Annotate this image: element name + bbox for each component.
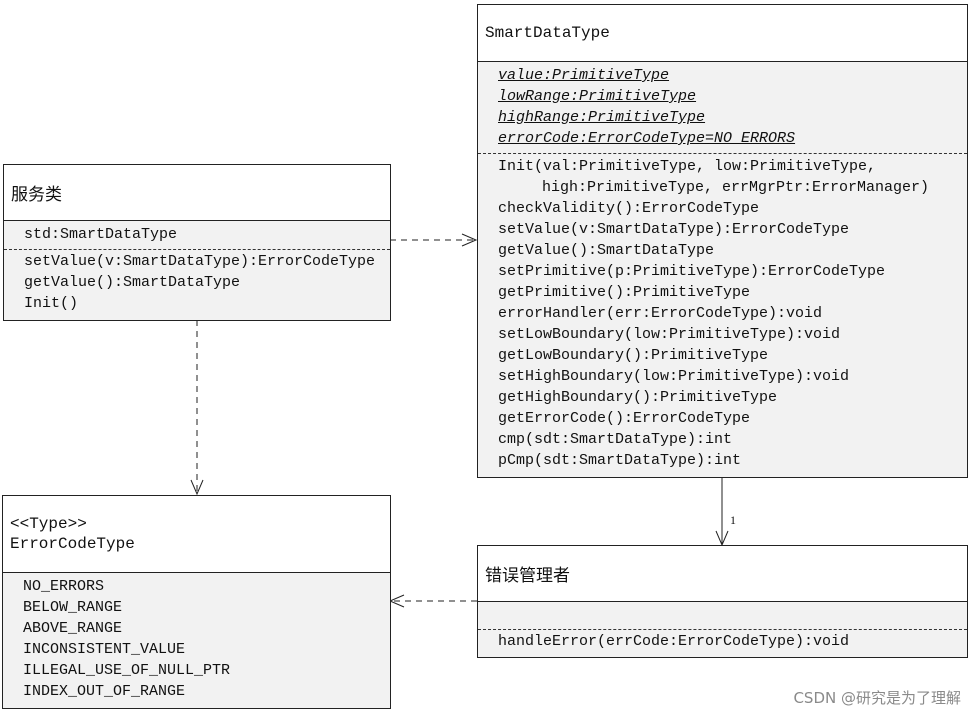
operation: getValue():SmartDataType	[24, 274, 241, 291]
class-errormanager-header: 错误管理者	[478, 546, 967, 602]
class-service-operations: setValue(v:SmartDataType):ErrorCodeType …	[4, 250, 390, 318]
class-errorcodetype[interactable]: <<Type>> ErrorCodeType NO_ERRORS BELOW_R…	[2, 495, 391, 709]
operation: setValue(v:SmartDataType):ErrorCodeType	[498, 221, 850, 238]
class-service-name: 服务类	[11, 185, 62, 205]
operation: setPrimitive(p:PrimitiveType):ErrorCodeT…	[498, 263, 886, 280]
class-service-attributes: std:SmartDataType	[4, 221, 390, 250]
operation-continuation: high:PrimitiveType, errMgrPtr:ErrorManag…	[542, 179, 930, 196]
operation: checkValidity():ErrorCodeType	[498, 200, 760, 217]
enum-value: NO_ERRORS	[23, 578, 105, 595]
class-smartdatatype-operations: Init(val:PrimitiveType, low:PrimitiveTyp…	[478, 154, 967, 475]
attribute: value:PrimitiveType	[498, 67, 670, 84]
class-service-header: 服务类	[4, 165, 390, 221]
operation: Init()	[24, 295, 79, 312]
operation: cmp(sdt:SmartDataType):int	[498, 431, 733, 448]
class-smartdatatype[interactable]: SmartDataType value:PrimitiveType lowRan…	[477, 4, 968, 478]
class-smartdatatype-header: SmartDataType	[478, 5, 967, 62]
class-errormanager-name: 错误管理者	[485, 566, 570, 586]
dependency-arrowhead-down	[190, 479, 204, 496]
enum-value: INCONSISTENT_VALUE	[23, 641, 186, 658]
class-errormanager[interactable]: 错误管理者 handleError(errCode:ErrorCodeType)…	[477, 545, 968, 658]
operation: getErrorCode():ErrorCodeType	[498, 410, 751, 427]
operation: pCmp(sdt:SmartDataType):int	[498, 452, 742, 469]
multiplicity-label: 1	[730, 513, 736, 527]
enum-value: BELOW_RANGE	[23, 599, 123, 616]
operation: setValue(v:SmartDataType):ErrorCodeType	[24, 253, 376, 270]
enum-value: ABOVE_RANGE	[23, 620, 123, 637]
operation: errorHandler(err:ErrorCodeType):void	[498, 305, 823, 322]
class-errorcodetype-values: NO_ERRORS BELOW_RANGE ABOVE_RANGE INCONS…	[3, 573, 390, 706]
class-errormanager-attributes	[478, 602, 967, 630]
class-errorcodetype-stereotype: <<Type>>	[10, 515, 87, 533]
operation: Init(val:PrimitiveType, low:PrimitiveTyp…	[498, 158, 877, 175]
class-smartdatatype-name: SmartDataType	[485, 24, 610, 42]
class-errormanager-operations: handleError(errCode:ErrorCodeType):void	[478, 630, 967, 656]
operation: getLowBoundary():PrimitiveType	[498, 347, 769, 364]
attribute: lowRange:PrimitiveType	[498, 88, 697, 105]
operation: getHighBoundary():PrimitiveType	[498, 389, 778, 406]
enum-value: INDEX_OUT_OF_RANGE	[23, 683, 186, 700]
operation: setLowBoundary(low:PrimitiveType):void	[498, 326, 841, 343]
watermark: CSDN @研究是为了理解	[793, 689, 961, 707]
class-smartdatatype-attributes: value:PrimitiveType lowRange:PrimitiveTy…	[478, 62, 967, 154]
class-errorcodetype-name: ErrorCodeType	[10, 535, 135, 553]
attribute: std:SmartDataType	[24, 226, 178, 243]
attribute: errorCode:ErrorCodeType=NO_ERRORS	[498, 130, 796, 147]
enum-value: ILLEGAL_USE_OF_NULL_PTR	[23, 662, 231, 679]
dependency-arrowhead-right	[461, 233, 478, 247]
class-service[interactable]: 服务类 std:SmartDataType setValue(v:SmartDa…	[3, 164, 391, 321]
operation: setHighBoundary(low:PrimitiveType):void	[498, 368, 850, 385]
operation: getValue():SmartDataType	[498, 242, 715, 259]
operation: getPrimitive():PrimitiveType	[498, 284, 751, 301]
attribute: highRange:PrimitiveType	[498, 109, 706, 126]
class-errorcodetype-header: <<Type>> ErrorCodeType	[3, 496, 390, 573]
operation: handleError(errCode:ErrorCodeType):void	[498, 633, 850, 650]
